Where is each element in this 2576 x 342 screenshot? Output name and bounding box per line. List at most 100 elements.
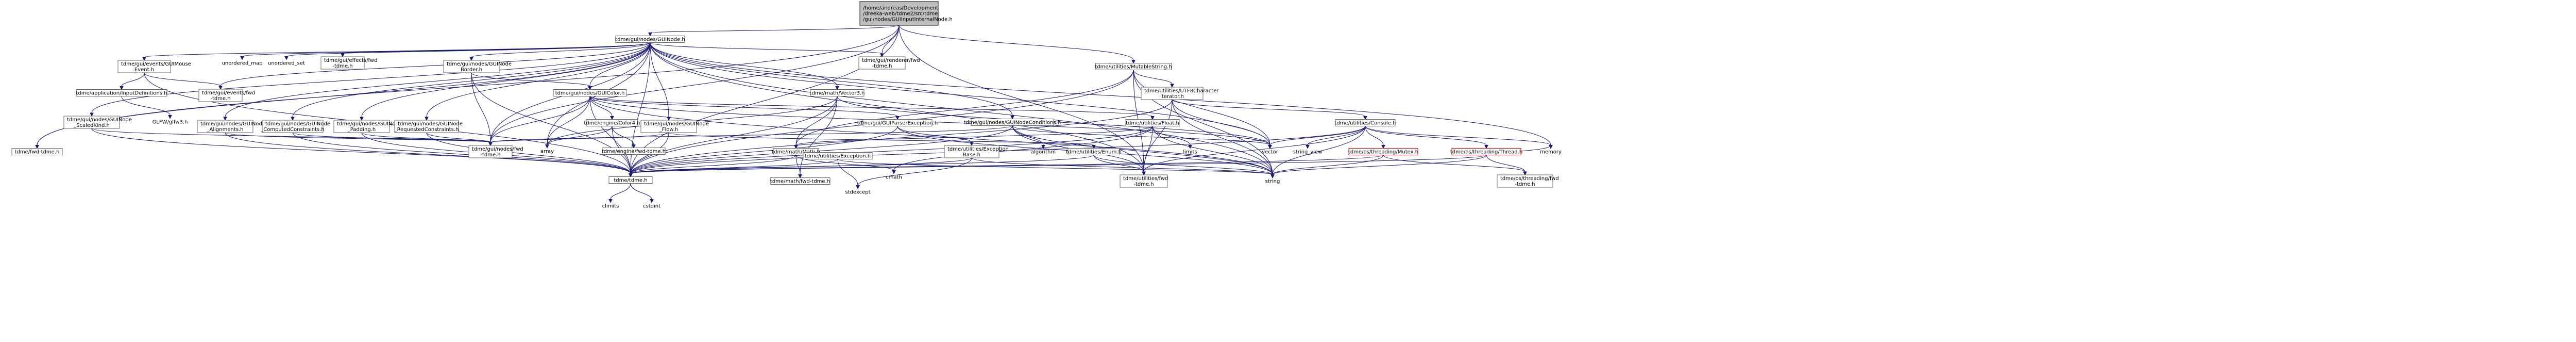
node-enginefwd[interactable]: tdme/engine/fwd-tdme.h <box>602 148 666 155</box>
edge-line <box>1272 126 1366 175</box>
edge-line <box>426 132 631 174</box>
node-appinputdefs[interactable]: tdme/application/InputDefinitions.h <box>76 89 167 96</box>
node-flow[interactable]: tdme/gui/nodes/GUINode_Flow.h <box>640 120 709 133</box>
edge-arrowhead <box>610 116 614 120</box>
edge-line <box>1143 99 1173 172</box>
edge-line <box>630 183 652 200</box>
edge-line <box>225 132 631 174</box>
node-effectsfwd[interactable]: tdme/gui/effects/fwd-tdme.h <box>320 56 377 70</box>
edge-line <box>630 25 900 174</box>
node-alignments[interactable]: tdme/gui/nodes/GUINode_Alignments.h <box>197 120 265 133</box>
edge-arrowhead <box>469 57 473 61</box>
node-label-line: tdme/fwd-tdme.h <box>15 150 60 155</box>
node-label-line: tdme/gui/nodes/GUINode.h <box>615 37 685 43</box>
node-label-line: cmath <box>886 175 902 181</box>
node-tdmeh[interactable]: tdme/tdme.h <box>608 176 653 184</box>
node-label-line: vector <box>1262 150 1279 155</box>
edge-line <box>144 42 651 58</box>
node-algorithm: algorithm <box>1031 150 1056 155</box>
node-float[interactable]: tdme/utilities/Float.h <box>1125 119 1180 126</box>
node-utilitiesfwd[interactable]: tdme/utilities/fwd-tdme.h <box>1120 174 1168 188</box>
edge-color4-to-enginefwd <box>612 126 636 149</box>
edge-line <box>1133 70 1273 175</box>
node-label-line: tdme/gui/nodes/GUINode <box>447 61 512 67</box>
node-nodesfwd[interactable]: tdme/gui/nodes/fwd-tdme.h <box>468 145 523 158</box>
node-box <box>468 145 513 158</box>
node-eventsfwd[interactable]: tdme/gui/events/fwd-tdme.h <box>198 89 255 102</box>
node-label-line: tdme/gui/nodes/GUINode <box>265 121 330 127</box>
edge-arrowhead <box>856 185 860 189</box>
edge-root-to-mutablestring <box>899 25 1136 64</box>
edge-line <box>650 25 900 33</box>
node-thread[interactable]: tdme/os/threading/Thread.h <box>1450 148 1522 155</box>
edge-arrowhead <box>240 56 244 60</box>
edge-line <box>630 96 838 174</box>
node-label-line: tdme/gui/effects/fwd <box>324 58 377 63</box>
edge-guinode-to-scaledkind <box>90 42 651 117</box>
edge-arrowhead <box>1484 145 1488 149</box>
nodes-layer: /home/andreas/Development/dreeka-web/tdm… <box>11 1 1562 209</box>
node-guinode[interactable]: tdme/gui/nodes/GUINode.h <box>615 36 685 43</box>
node-label-line: climits <box>602 204 619 209</box>
node-computedconstraints[interactable]: tdme/gui/nodes/GUINode_ComputedConstrain… <box>260 120 330 133</box>
node-vector: vector <box>1262 150 1279 155</box>
node-vector3[interactable]: tdme/math/Vector3.h <box>810 89 865 96</box>
edge-line <box>650 42 1144 172</box>
node-scaledkind[interactable]: tdme/gui/nodes/GUINode_ScaledKind.h <box>63 116 132 129</box>
node-mutablestring[interactable]: tdme/utilities/MutableString.h <box>1095 63 1172 70</box>
node-requestedconstraints[interactable]: tdme/gui/nodes/GUINode_RequestedConstrai… <box>394 120 463 133</box>
node-enum[interactable]: tdme/utilities/Enum.h <box>1066 148 1122 155</box>
edge-arrowhead <box>341 53 345 58</box>
node-exception[interactable]: tdme/utilities/Exception.h <box>803 152 873 159</box>
edge-line <box>490 132 669 143</box>
edge-line <box>899 25 1144 172</box>
edge-line <box>650 42 838 87</box>
node-rendererfwd[interactable]: tdme/gui/renderer/fwd-tdme.h <box>858 56 920 70</box>
edge-line <box>630 126 1153 174</box>
edge-line <box>490 96 590 143</box>
node-mathfwd[interactable]: tdme/math/fwd-tdme.h <box>770 177 831 185</box>
edge-arrowhead <box>1523 171 1527 176</box>
edge-vector3-to-math <box>794 96 838 149</box>
edge-line <box>630 126 898 174</box>
edge-line <box>225 42 651 118</box>
node-label-line: -tdme.h <box>480 152 500 158</box>
node-box <box>1497 174 1553 188</box>
node-label-line: /dreeka-web/tdme2/src/tdme <box>863 11 938 17</box>
edge-line <box>630 155 796 174</box>
edge-root-to-guinode <box>648 25 900 37</box>
node-label-line: tdme/math/Vector3.h <box>810 91 865 96</box>
node-mutex[interactable]: tdme/os/threading/Mutex.h <box>1348 148 1418 155</box>
node-guicolor[interactable]: tdme/gui/nodes/GUIColor.h <box>553 89 627 96</box>
edge-alignments-to-nodesfwd <box>225 132 493 146</box>
edge-line <box>612 126 634 145</box>
node-label-line: Base.h <box>963 152 980 158</box>
edge-computedconstraints-to-tdmeh <box>292 132 633 177</box>
node-console[interactable]: tdme/utilities/Console.h <box>1335 119 1396 126</box>
node-box <box>394 120 459 133</box>
node-parserexception[interactable]: tdme/gui/GUIParserException.h <box>857 119 938 126</box>
edge-arrowhead <box>284 56 289 60</box>
node-box <box>553 89 627 96</box>
edge-line <box>795 126 1153 145</box>
node-label-line: _Padding.h <box>347 127 376 133</box>
node-tdmefwd[interactable]: tdme/fwd-tdme.h <box>11 148 63 155</box>
edge-arrowhead <box>35 145 39 149</box>
node-root[interactable]: /home/andreas/Development/dreeka-web/tdm… <box>859 1 953 26</box>
node-box <box>1335 119 1396 126</box>
node-limits: limits <box>1183 150 1197 155</box>
node-nodeconditions[interactable]: tdme/gui/nodes/GUINodeConditions.h <box>964 119 1061 126</box>
node-padding[interactable]: tdme/gui/nodes/GUINode_Padding.h <box>333 120 402 133</box>
edge-line <box>857 157 972 186</box>
node-color4[interactable]: tdme/engine/Color4.h <box>584 119 640 126</box>
edge-line <box>971 157 1273 175</box>
edge-line <box>650 42 1013 116</box>
edge-flow-to-enum <box>668 132 1096 149</box>
node-label-line: tdme/gui/nodes/GUINode <box>398 121 463 127</box>
node-threadingfwd[interactable]: tdme/os/threading/fwd-tdme.h <box>1497 174 1559 188</box>
node-label-line: _ScaledKind.h <box>73 123 110 128</box>
